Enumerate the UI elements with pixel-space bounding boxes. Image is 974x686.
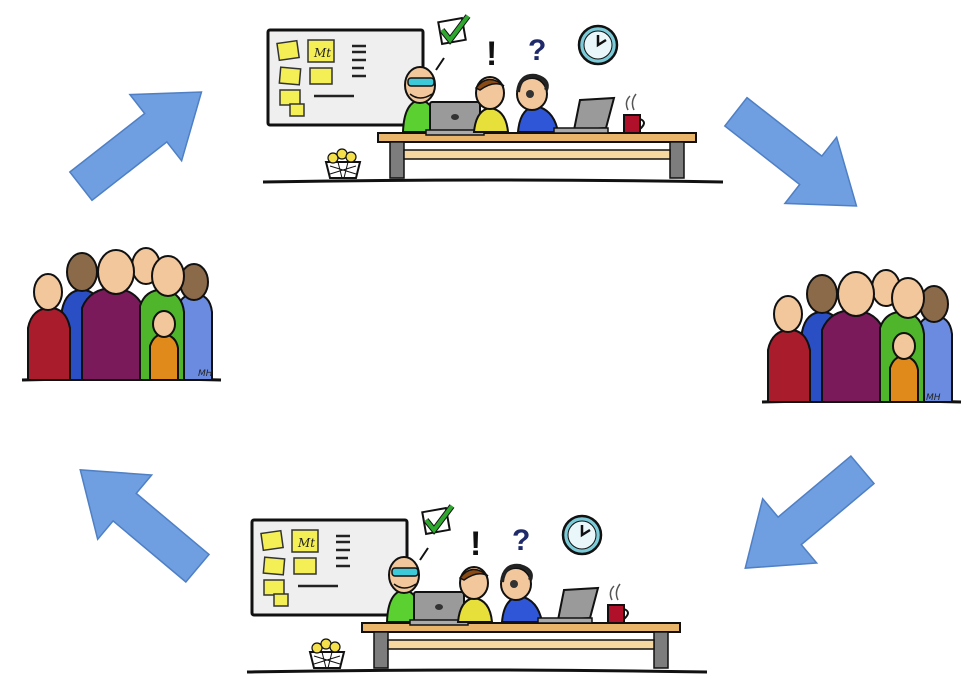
arrow-bottom-left [79, 469, 211, 584]
artist-signature: MH [198, 369, 213, 379]
team-work-scene-bottom [247, 506, 707, 672]
arrow-top-right [723, 96, 858, 207]
stakeholder-crowd-left: MH [20, 246, 223, 382]
arrow-top-left [68, 91, 203, 202]
team-work-scene-top [263, 16, 723, 182]
arrow-bottom-right [744, 454, 876, 569]
stakeholder-crowd-right: MH [760, 268, 963, 404]
artist-signature: MH [926, 393, 941, 403]
